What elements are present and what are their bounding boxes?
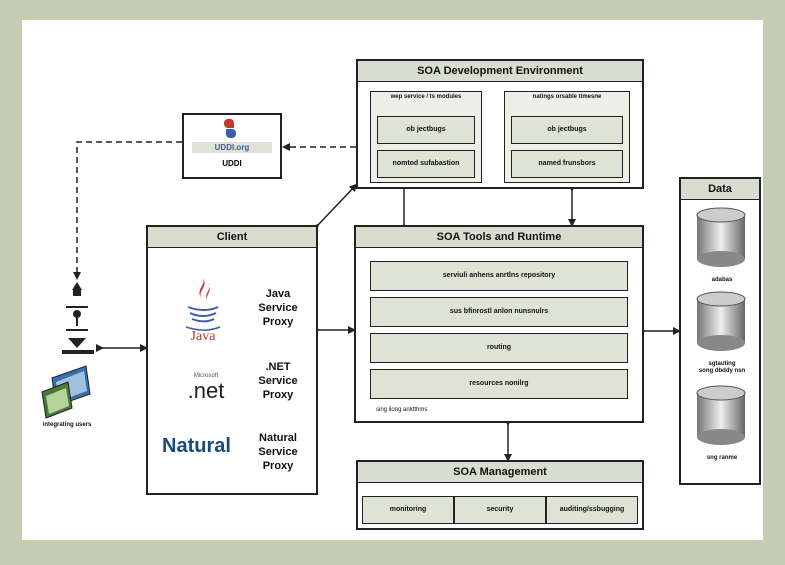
diagram-canvas: UDDI.org UDDI SOA Development Environmen… bbox=[22, 20, 763, 540]
dev-env-right-item-1: ob jectbugs bbox=[511, 116, 623, 144]
uddi-label: UDDI bbox=[222, 159, 242, 168]
dev-env-left-item-1: ob jectbugs bbox=[377, 116, 475, 144]
management-item-3: auditing/ssbugging bbox=[546, 496, 638, 524]
data-box: Data adabas sgtauting song dbddy nsn sng… bbox=[679, 177, 761, 485]
management-box: SOA Management monitoring security audit… bbox=[356, 460, 644, 530]
consumer-figure bbox=[62, 282, 94, 354]
tools-box: SOA Tools and Runtime serviuli anhens an… bbox=[354, 225, 644, 423]
database-icon-1 bbox=[696, 207, 746, 267]
tools-title: SOA Tools and Runtime bbox=[356, 227, 642, 248]
dev-env-left-group-title: wep service / ts modules bbox=[390, 94, 462, 100]
client-dev-link bbox=[310, 183, 358, 233]
dev-env-right-item-2: named frunsbors bbox=[511, 150, 623, 178]
java-logo-text: Java bbox=[190, 329, 216, 344]
consumer-label: integrating users bbox=[42, 422, 92, 428]
dotnet-proxy-label: .NET Service Proxy bbox=[258, 361, 298, 401]
dev-env-left-group: wep service / ts modules ob jectbugs nom… bbox=[370, 91, 482, 183]
data-label-3: sng ranme bbox=[706, 455, 738, 461]
dev-env-left-item-2: nomtod sufabastion bbox=[377, 150, 475, 178]
dev-env-box: SOA Development Environment wep service … bbox=[356, 59, 644, 189]
java-logo-icon: Java bbox=[178, 273, 228, 353]
computer-screens-icon bbox=[41, 365, 91, 419]
data-title: Data bbox=[681, 179, 759, 200]
dev-env-right-group: natings orsable timesne ob jectbugs name… bbox=[504, 91, 630, 183]
database-icon-2 bbox=[696, 291, 746, 351]
tools-footer: sing ilong anktthms bbox=[376, 407, 428, 413]
dotnet-logo-icon: Microsoft .net bbox=[176, 373, 236, 409]
tools-item-1: serviuli anhens anrtlns repository bbox=[370, 261, 628, 291]
dev-env-right-group-title: natings orsable timesne bbox=[532, 94, 602, 100]
natural-logo-text: Natural bbox=[162, 435, 231, 457]
tools-item-2: sus bfinrostl anlon nunsnulrs bbox=[370, 297, 628, 327]
data-label-1: adabas bbox=[711, 277, 733, 283]
client-title: Client bbox=[148, 227, 316, 248]
dotnet-logo-text: .net bbox=[187, 378, 225, 403]
tools-item-4: resources nonilrg bbox=[370, 369, 628, 399]
natural-proxy-label: Natural Service Proxy bbox=[258, 432, 298, 472]
management-item-2: security bbox=[454, 496, 546, 524]
database-icon-3 bbox=[696, 385, 746, 445]
uddi-box: UDDI.org UDDI bbox=[182, 113, 282, 179]
client-box: Client Java Java Service Proxy Microsoft… bbox=[146, 225, 318, 495]
uddi-logo-icon bbox=[224, 119, 236, 139]
management-title: SOA Management bbox=[358, 462, 642, 483]
java-proxy-label: Java Service Proxy bbox=[258, 288, 298, 328]
dev-env-title: SOA Development Environment bbox=[358, 61, 642, 82]
management-item-1: monitoring bbox=[362, 496, 454, 524]
uddi-logo-text: UDDI.org bbox=[192, 142, 272, 153]
data-label-2: sgtauting song dbddy nsn bbox=[698, 361, 746, 374]
tools-item-3: routing bbox=[370, 333, 628, 363]
